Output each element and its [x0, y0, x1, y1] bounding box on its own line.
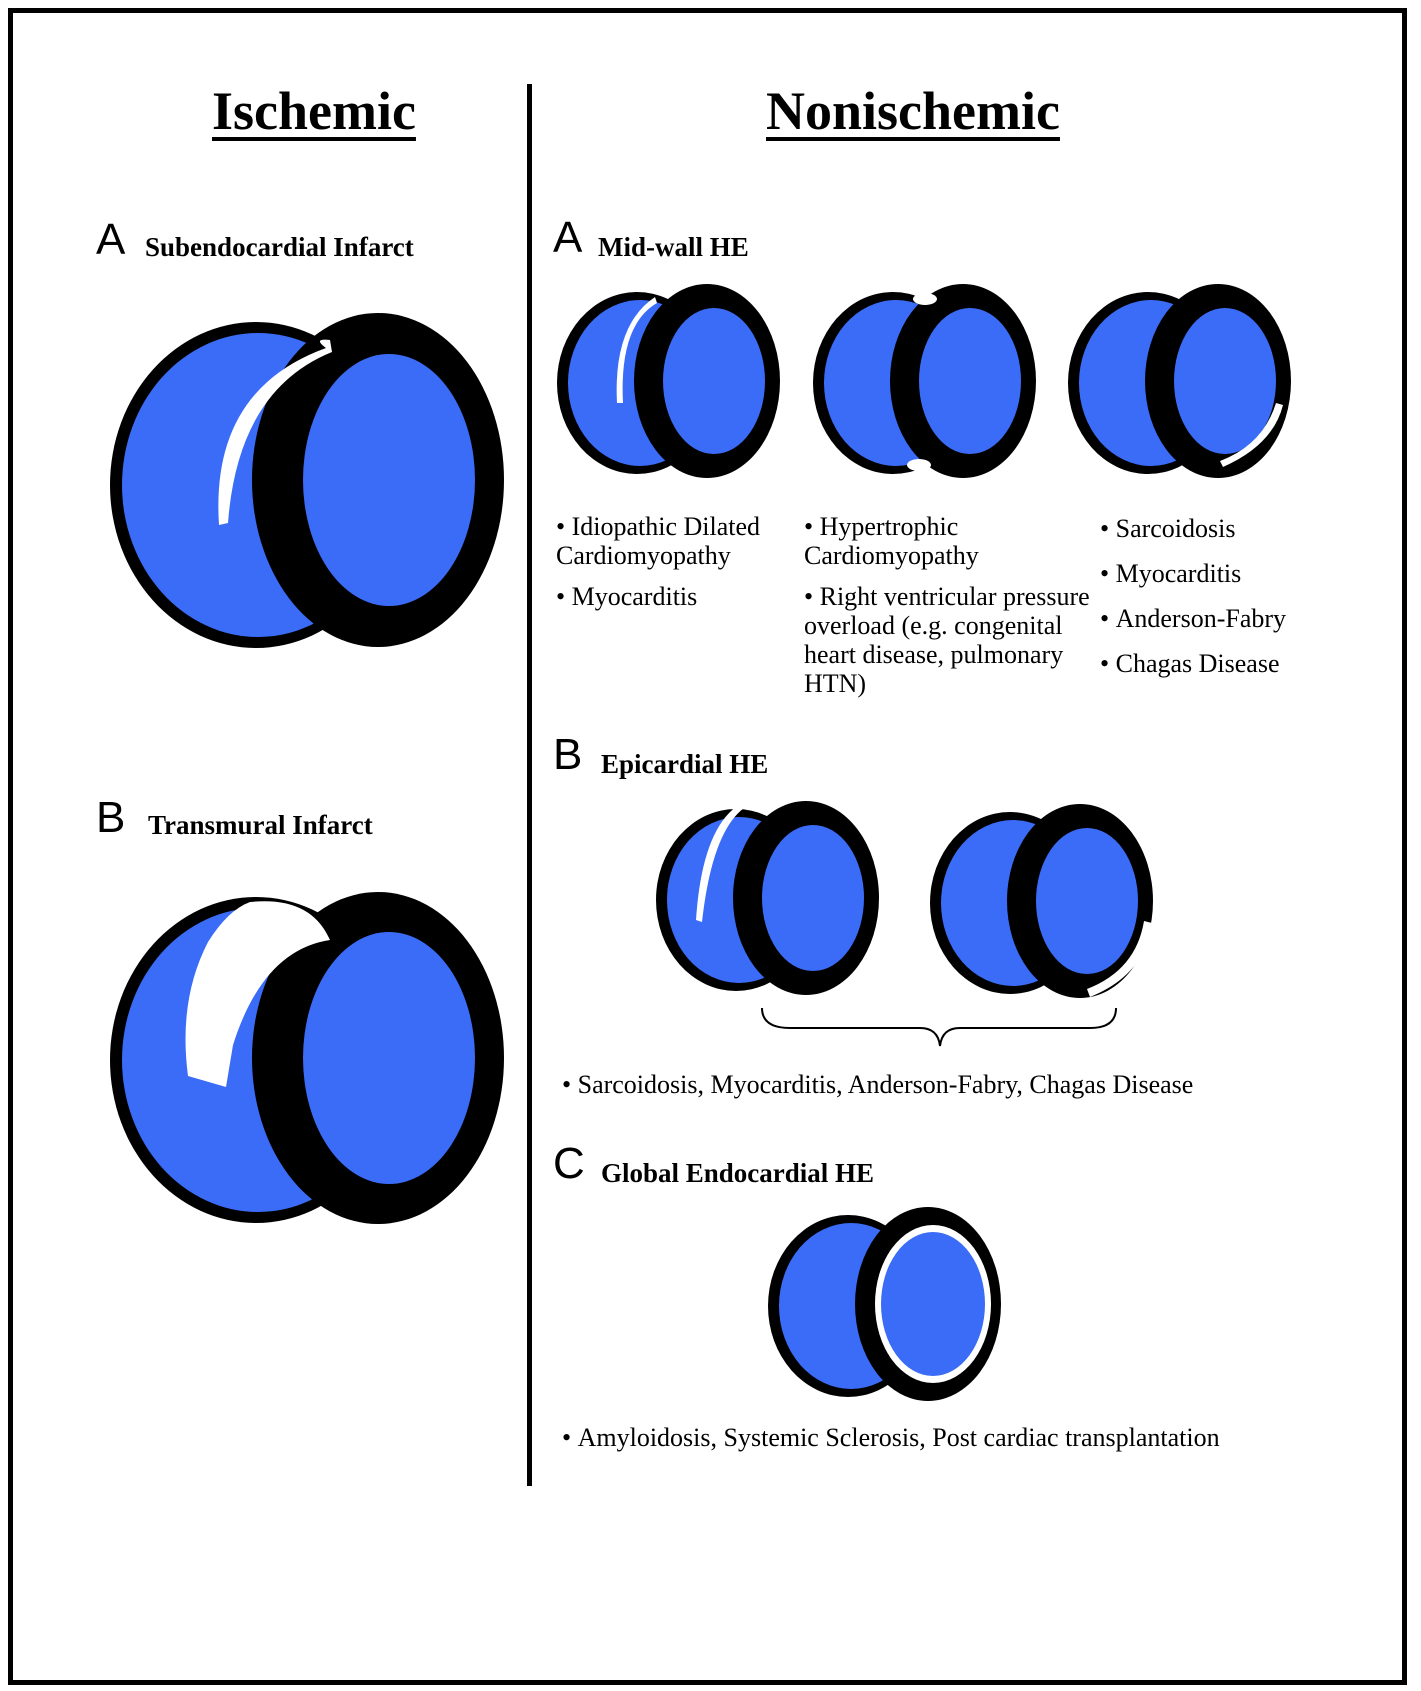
list-item: Anderson-Fabry [1100, 604, 1310, 633]
epicardial-heart-1 [656, 801, 879, 995]
list-item: Idiopathic Dilated Cardiomyopathy [556, 512, 796, 570]
list-item: Myocarditis [556, 582, 796, 611]
midwall-heart-2 [813, 284, 1036, 478]
nonischemic-c-letter: C [553, 1139, 585, 1188]
subendocardial-infarct-heart [110, 313, 504, 648]
epicardial-enhancement [1087, 921, 1152, 997]
nonischemic-b-letter: B [553, 730, 583, 779]
ischemic-a-heading: Subendocardial Infarct [145, 232, 414, 262]
nonischemic-c-heading: Global Endocardial HE [601, 1158, 875, 1188]
global-endocardial-caption: Amyloidosis, Systemic Sclerosis, Post ca… [562, 1425, 1220, 1451]
transmural-enhancement [185, 901, 330, 1087]
epicardial-brace [761, 1007, 1117, 1047]
nonischemic-title: Nonischemic [766, 81, 1060, 141]
transmural-infarct-heart [110, 892, 504, 1224]
list-item: Chagas Disease [1100, 649, 1310, 678]
list-item: Myocarditis [1100, 559, 1310, 588]
ischemic-title: Ischemic [212, 81, 416, 141]
midwall-list-2: Hypertrophic Cardiomyopathy Right ventri… [804, 512, 1096, 710]
column-divider [527, 84, 532, 1486]
ischemic-b-letter: B [96, 793, 126, 842]
list-item: Right ventricular pressure overload (e.g… [804, 582, 1096, 698]
septal-enhancement-bottom [907, 459, 931, 471]
nonischemic-a-letter: A [553, 213, 583, 262]
epicardial-heart-2 [930, 804, 1153, 998]
list-item: Sarcoidosis [1100, 514, 1310, 543]
inferolateral-enhancement [1220, 403, 1283, 467]
subendocardial-enhancement [218, 339, 332, 525]
lv-cavity [303, 354, 475, 606]
ischemic-b-heading: Transmural Infarct [148, 810, 373, 840]
midwall-list-3: Sarcoidosis Myocarditis Anderson-Fabry C… [1100, 514, 1310, 694]
list-item: Hypertrophic Cardiomyopathy [804, 512, 1096, 570]
midwall-enhancement [616, 297, 657, 403]
midwall-heart-1 [557, 284, 780, 478]
nonischemic-a-heading: Mid-wall HE [598, 232, 749, 262]
nonischemic-b-heading: Epicardial HE [601, 749, 769, 779]
global-endocardial-heart [768, 1207, 1001, 1401]
figure-frame [8, 8, 1407, 1685]
epicardial-enhancement [696, 804, 744, 922]
midwall-list-1: Idiopathic Dilated Cardiomyopathy Myocar… [556, 512, 796, 623]
midwall-heart-3 [1068, 284, 1291, 478]
septal-enhancement-top [913, 293, 937, 305]
lv-cavity [303, 932, 475, 1184]
epicardial-caption: Sarcoidosis, Myocarditis, Anderson-Fabry… [562, 1072, 1194, 1098]
ischemic-a-letter: A [96, 215, 126, 264]
